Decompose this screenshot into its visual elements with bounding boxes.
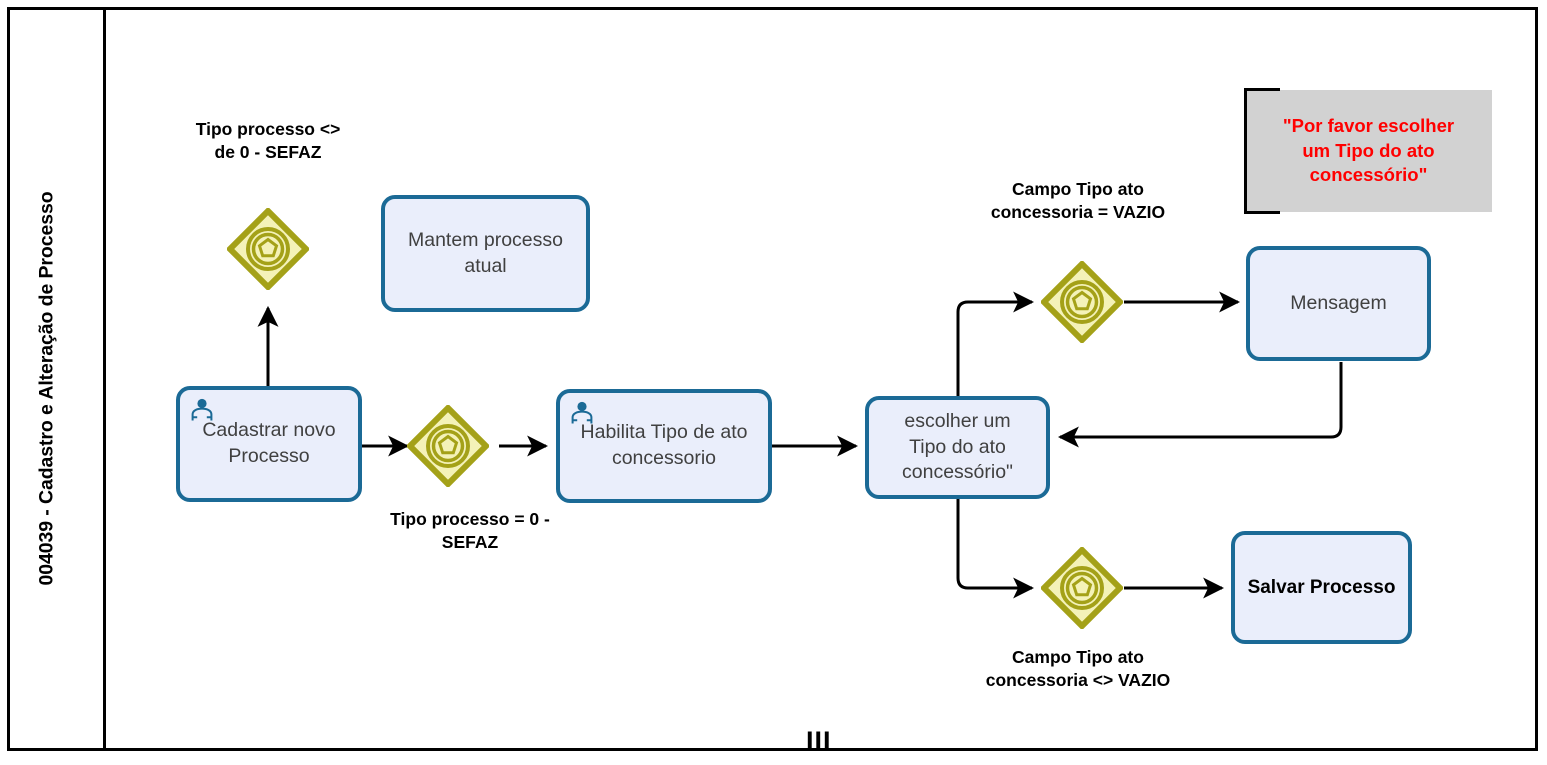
- task-label: escolher um Tipo do ato concessório": [902, 409, 1013, 484]
- lane-header: 004039 - Cadastro e Alteração de Process…: [7, 7, 103, 751]
- user-icon: [569, 400, 595, 426]
- task-label: Cadastrar novo Processo: [202, 419, 336, 467]
- condition-label-tipo-processo-diferente: Tipo processo <> de 0 - SEFAZ: [195, 119, 341, 163]
- lane-title: 004039 - Cadastro e Alteração de Process…: [35, 191, 58, 586]
- phase-marker: III: [806, 726, 832, 756]
- task-mensagem[interactable]: Mensagem: [1246, 246, 1431, 361]
- gateway-campo-vazio[interactable]: [1041, 261, 1123, 343]
- task-label: Habilita Tipo de ato concessorio: [580, 421, 748, 469]
- gateway-tipo-processo-diferente[interactable]: [227, 208, 309, 290]
- gateway-campo-nao-vazio[interactable]: [1041, 547, 1123, 629]
- gateway-tipo-processo[interactable]: [407, 405, 489, 487]
- task-cadastrar-novo-processo[interactable]: Cadastrar novo Processo: [176, 386, 362, 502]
- annotation-bracket: [1244, 88, 1280, 214]
- text-annotation-mensagem: "Por favor escolher um Tipo do ato conce…: [1244, 88, 1492, 214]
- task-habilita-tipo-ato-concessorio[interactable]: Habilita Tipo de ato concessorio: [556, 389, 772, 503]
- task-mantem-processo-atual[interactable]: Mantem processo atual: [381, 195, 590, 312]
- task-label: Mensagem: [1290, 291, 1387, 314]
- condition-label-campo-nao-vazio: Campo Tipo ato concessoria <> VAZIO: [985, 647, 1171, 691]
- condition-label-tipo-processo-igual: Tipo processo = 0 - SEFAZ: [390, 509, 550, 553]
- task-salvar-processo[interactable]: Salvar Processo: [1231, 531, 1412, 644]
- task-label: Mantem processo atual: [408, 228, 563, 277]
- lane-divider: [103, 7, 106, 751]
- task-escolher-tipo-ato-concessorio[interactable]: escolher um Tipo do ato concessório": [865, 396, 1050, 499]
- condition-label-campo-vazio: Campo Tipo ato concessoria = VAZIO: [990, 179, 1166, 223]
- pool-frame: [7, 7, 1538, 751]
- task-label: Salvar Processo: [1247, 576, 1396, 598]
- user-icon: [189, 397, 215, 423]
- annotation-text: "Por favor escolher um Tipo do ato conce…: [1282, 114, 1455, 186]
